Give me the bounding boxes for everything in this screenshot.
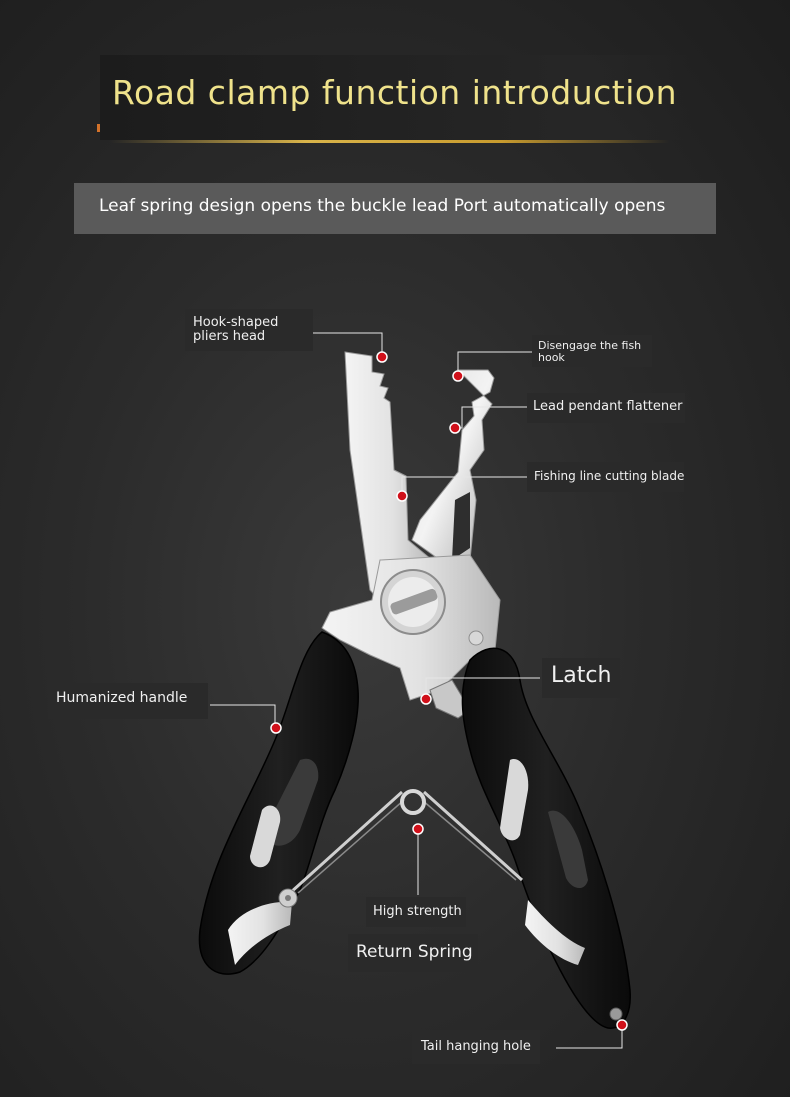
return-spring bbox=[288, 790, 524, 895]
callout-bg-handle bbox=[48, 683, 208, 719]
right-jaw bbox=[411, 369, 495, 561]
marker-dots bbox=[270, 351, 628, 1031]
title-underline bbox=[110, 140, 670, 143]
callout-strength: High strength bbox=[373, 904, 462, 919]
title-banner bbox=[100, 55, 690, 140]
callout-bg-flattener bbox=[527, 393, 685, 423]
callout-bg-return-spring bbox=[348, 934, 478, 972]
callout-bg-tail-hole bbox=[412, 1030, 540, 1064]
subtitle-text: Leaf spring design opens the buckle lead… bbox=[99, 196, 666, 216]
callout-disengage-line2: hook bbox=[538, 351, 565, 364]
callout-hook-head-line1: Hook-shaped bbox=[193, 315, 279, 330]
callout-return-spring: Return Spring bbox=[356, 942, 473, 962]
left-jaw bbox=[344, 351, 433, 611]
callout-latch: Latch bbox=[551, 663, 612, 688]
callout-bg-cutting-blade bbox=[527, 462, 684, 492]
callout-cutting-blade: Fishing line cutting blade bbox=[534, 469, 685, 483]
callout-tail-hole: Tail hanging hole bbox=[421, 1039, 531, 1054]
callout-flattener: Lead pendant flattener bbox=[533, 399, 683, 414]
callout-bg-hook-head bbox=[185, 309, 313, 351]
leader-lines bbox=[210, 332, 623, 1049]
jaw-slot bbox=[452, 492, 470, 560]
right-handle bbox=[461, 647, 631, 1029]
subtitle-banner bbox=[74, 183, 716, 234]
callout-disengage-line1: Disengage the fish bbox=[538, 339, 642, 352]
callout-bg-strength bbox=[366, 897, 466, 927]
callout-bg-latch bbox=[542, 658, 620, 698]
page-title: Road clamp function introduction bbox=[112, 73, 677, 112]
callout-hook-head-line2: pliers head bbox=[193, 329, 266, 344]
callout-handle: Humanized handle bbox=[56, 690, 188, 706]
callout-bg-disengage bbox=[532, 335, 652, 367]
title-accent-mark bbox=[97, 124, 100, 132]
